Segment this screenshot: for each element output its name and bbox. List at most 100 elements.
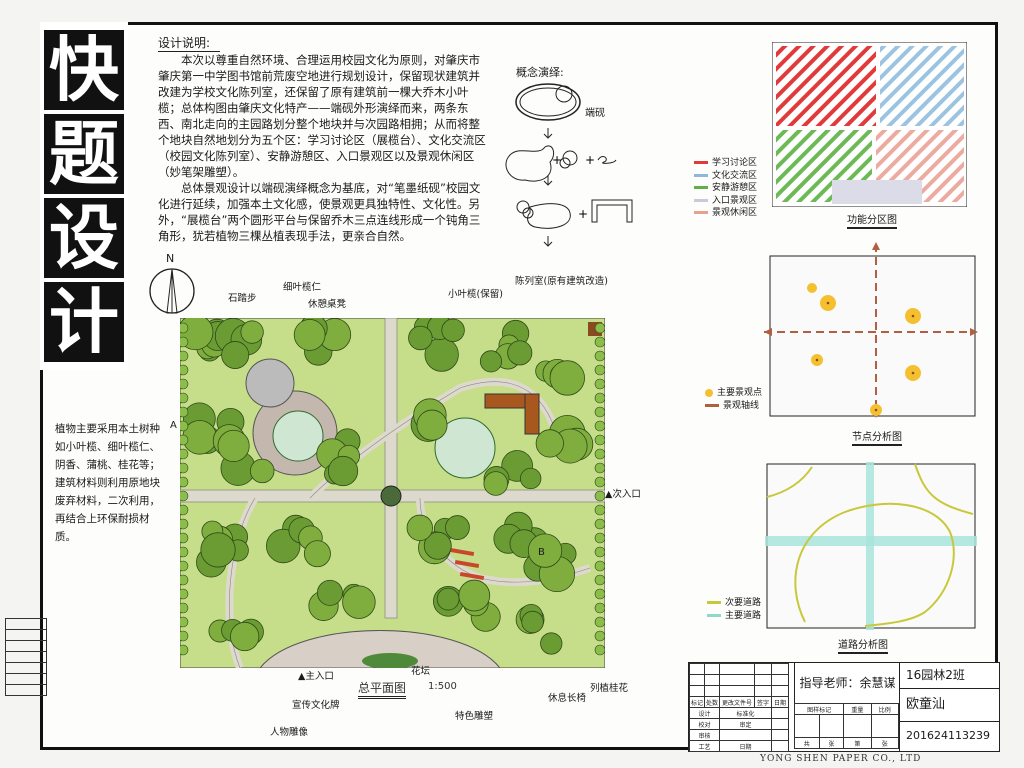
- road-analysis-diagram: [765, 462, 977, 630]
- tree-canopy: [479, 350, 503, 373]
- concept-heading: 概念演绎:: [516, 66, 564, 79]
- student-info: 16园林2班 欧童汕 201624113239: [899, 663, 1000, 751]
- legend-swatch: [707, 613, 721, 617]
- node-diagram-title: 节点分析图: [852, 428, 902, 446]
- hedge-tree: [180, 420, 189, 432]
- legend-item: 景观休闲区: [694, 207, 757, 220]
- hedge-tree: [594, 434, 605, 446]
- north-arrow: N: [147, 252, 197, 322]
- tree-canopy: [521, 610, 544, 634]
- function-diagram-title: 功能分区图: [847, 211, 897, 229]
- paper-brand: YONG SHEN PAPER CO., LTD: [760, 754, 922, 764]
- design-notes-paragraph: 总体景观设计以端砚演绎概念为基底，对“笔墨纸砚”校园文化进行延续，加强本土文化感…: [158, 181, 481, 243]
- hedge-tree: [594, 378, 605, 390]
- hedge-tree: [180, 616, 189, 628]
- legend-label: 学习讨论区: [712, 158, 758, 168]
- tree-canopy: [293, 319, 326, 351]
- hedge-tree: [594, 476, 605, 488]
- hedge-tree: [594, 574, 605, 586]
- drawing-info-table: 图样标记重量比例 共张第张: [793, 703, 900, 749]
- tree-canopy: [519, 467, 542, 490]
- design-notes-heading: 设计说明:: [158, 34, 221, 52]
- left-margin-table: [5, 618, 47, 696]
- hedge-tree: [594, 588, 605, 600]
- label-osmanthus: 列植桂花: [590, 683, 629, 694]
- hedge-tree: [180, 462, 189, 474]
- hedge-tree: [594, 560, 605, 572]
- legend-item: 主要道路: [707, 610, 761, 623]
- tree-canopy: [221, 341, 250, 369]
- title-char: 题: [44, 114, 124, 194]
- svg-text:+: +: [578, 207, 588, 221]
- hedge-tree: [180, 448, 189, 460]
- tree-canopy: [507, 340, 533, 366]
- hedge-tree: [180, 532, 189, 544]
- concept-drawing: + + +: [505, 83, 633, 247]
- legend-label: 入口景观区: [712, 195, 758, 206]
- tree-canopy: [342, 585, 376, 619]
- legend-label: 景观休闲区: [712, 208, 758, 218]
- north-label: N: [166, 252, 175, 265]
- title-char: 设: [44, 198, 124, 278]
- tree-canopy: [527, 533, 563, 568]
- legend-item: 次要道路: [707, 597, 761, 610]
- hedge-tree: [180, 630, 189, 642]
- hedge-tree: [180, 378, 189, 390]
- label-sculpture: 特色雕塑: [455, 711, 494, 722]
- hedge-tree: [594, 630, 605, 642]
- hedge-tree: [180, 350, 189, 362]
- hedge-tree: [594, 462, 605, 474]
- tree-canopy: [540, 632, 563, 655]
- legend-swatch: [694, 211, 708, 214]
- hedge-tree: [594, 616, 605, 628]
- function-legend: 学习讨论区 文化交流区 安静游憩区 入口景观区 景观休闲区: [694, 157, 757, 220]
- hedge-tree: [180, 392, 189, 404]
- master-plan: [180, 318, 605, 668]
- tree-canopy: [217, 429, 250, 462]
- label-rest-tables: 休憩桌凳: [308, 299, 347, 310]
- label-main-entrance: ▲主入口: [298, 671, 334, 682]
- hedge-tree: [594, 546, 605, 558]
- hedge-tree: [594, 504, 605, 516]
- function-zoning-diagram: [772, 42, 967, 207]
- label-statue: 人物雕像: [270, 727, 309, 738]
- tree-canopy: [483, 471, 509, 496]
- tree-canopy: [458, 579, 491, 612]
- teacher-name: 指导老师：余慧谋: [794, 663, 900, 703]
- title-block: 快 题 设 计: [40, 22, 128, 370]
- legend-item: 入口景观区: [694, 195, 757, 208]
- legend-item: 安静游憩区: [694, 182, 757, 195]
- hedge-tree: [594, 532, 605, 544]
- road-diagram-title: 道路分析图: [838, 636, 888, 654]
- tree-canopy: [406, 514, 433, 541]
- inkstone-label: 端砚: [585, 108, 605, 119]
- tree-canopy: [200, 532, 236, 568]
- plan-scale: 1:500: [428, 681, 457, 692]
- hedge-tree: [594, 490, 605, 502]
- hedge-tree: [180, 518, 189, 530]
- concept-sketch: 概念演绎: 端砚 + + +: [490, 60, 640, 250]
- hedge-tree: [594, 644, 605, 656]
- legend-label: 安静游憩区: [712, 183, 758, 193]
- revision-table: 标记处数更改文件号签字日期 设计标准化 校对审定 审核 工艺日期: [688, 663, 790, 752]
- label-flower-bed: 花坛: [411, 666, 431, 677]
- label-secondary-entrance: ▲次入口: [605, 489, 641, 500]
- hedge-tree: [180, 490, 189, 502]
- tree-canopy: [230, 621, 260, 652]
- hedge-tree: [180, 644, 189, 656]
- hedge-tree: [180, 588, 189, 600]
- legend-label: 次要道路: [725, 598, 762, 608]
- label-bench: 休息长椅: [548, 693, 587, 704]
- hedge-tree: [180, 364, 189, 376]
- svg-text:+: +: [552, 153, 562, 167]
- plan-title: 总平面图: [358, 679, 407, 699]
- legend-swatch: [694, 161, 708, 164]
- legend-label: 景观轴线: [723, 400, 760, 411]
- hedge-tree: [180, 504, 189, 516]
- tree-canopy: [445, 515, 470, 540]
- tree-canopy: [436, 587, 460, 611]
- label-stone-steps: 石踏步: [228, 293, 257, 304]
- legend-label: 主要道路: [725, 610, 762, 621]
- label-culture-board: 宣传文化牌: [292, 700, 340, 711]
- legend-item: 文化交流区: [694, 170, 757, 183]
